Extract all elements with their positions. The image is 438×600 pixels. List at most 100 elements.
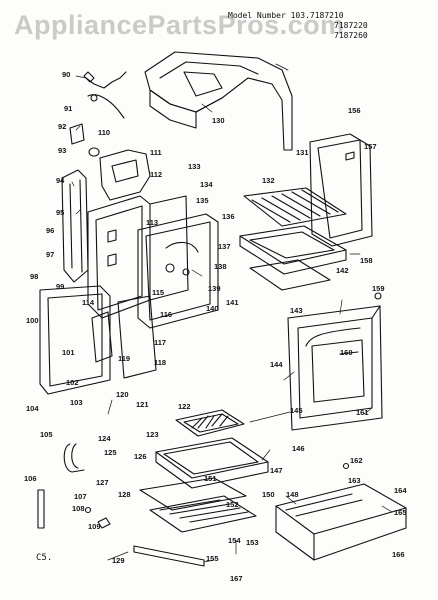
burner-box-assembly [144,51,293,151]
part-label-93: 93 [58,146,67,155]
part-label-128: 128 [118,490,131,499]
part-label-107: 107 [74,492,87,501]
part-label-132: 132 [262,176,275,185]
part-label-129: 129 [112,556,125,565]
part-label-103: 103 [70,398,83,407]
part-label-130: 130 [212,116,225,125]
part-label-122: 122 [178,402,191,411]
part-label-118: 118 [154,358,167,367]
left-side-panel [61,169,89,283]
part-label-123: 123 [146,430,159,439]
broiler-drawer [139,409,269,533]
part-label-159: 159 [372,284,385,293]
part-label-141: 141 [226,298,239,307]
part-label-109: 109 [88,522,101,531]
part-label-105: 105 [40,430,53,439]
part-label-91: 91 [64,104,73,113]
part-label-124: 124 [98,434,111,443]
part-label-154: 154 [228,536,241,545]
bottom-rail [133,545,205,567]
part-label-97: 97 [46,250,55,259]
model-number-alt-2: 7187260 [334,31,368,40]
part-label-135: 135 [196,196,209,205]
part-label-136: 136 [222,212,235,221]
part-label-158: 158 [360,256,373,265]
bracket-92 [69,123,85,145]
part-label-152: 152 [226,500,239,509]
part-label-156: 156 [348,106,361,115]
part-label-140: 140 [206,304,219,313]
part-label-126: 126 [134,452,147,461]
broil-pan [239,225,347,291]
oven-door-assembly [287,305,383,431]
part-label-148: 148 [286,490,299,499]
screw-159 [374,292,382,300]
part-label-102: 102 [66,378,79,387]
part-label-150: 150 [262,490,275,499]
front-frame-left [39,285,113,395]
page-code: C5. [36,553,53,563]
part-label-165: 165 [394,508,407,517]
oven-liner [137,213,219,329]
oven-back-wall [309,133,373,247]
part-label-92: 92 [58,122,67,131]
part-label-144: 144 [270,360,283,369]
part-label-145: 145 [290,406,303,415]
part-label-119: 119 [118,354,131,363]
part-label-127: 127 [96,478,109,487]
part-label-134: 134 [200,180,213,189]
leveling-leg [37,489,45,529]
leader-lines [71,63,393,563]
screw-162 [342,462,350,470]
part-label-120: 120 [116,390,129,399]
part-label-155: 155 [206,554,219,563]
part-label-137: 137 [218,242,231,251]
part-label-166: 166 [392,550,405,559]
part-label-116: 116 [160,310,173,319]
part-label-151: 151 [204,474,217,483]
model-heading: Model Number 103.7187210 [228,11,344,20]
part-label-117: 117 [154,338,167,347]
oven-rack [243,187,347,227]
part-label-167: 167 [230,574,243,583]
part-label-115: 115 [152,288,165,297]
part-label-121: 121 [136,400,149,409]
part-label-100: 100 [26,316,39,325]
part-label-139: 139 [208,284,221,293]
drawer-front [275,483,407,561]
part-label-99: 99 [56,282,65,291]
part-label-111: 111 [150,148,162,157]
part-label-94: 94 [56,176,65,185]
part-label-90: 90 [62,70,71,79]
part-label-110: 110 [98,128,111,137]
part-label-147: 147 [270,466,283,475]
screw-108 [84,506,92,514]
part-label-164: 164 [394,486,407,495]
part-label-157: 157 [364,142,377,151]
part-label-143: 143 [290,306,303,315]
part-label-133: 133 [188,162,201,171]
part-label-95: 95 [56,208,65,217]
grommet-110 [88,147,100,157]
part-label-146: 146 [292,444,305,453]
model-number-block: Model Number 103.7187210 7187220 7187260 [228,11,368,41]
part-label-114: 114 [82,298,95,307]
part-label-113: 113 [146,218,159,227]
part-label-163: 163 [348,476,361,485]
heating-element [63,443,85,473]
part-label-131: 131 [296,148,309,157]
part-label-138: 138 [214,262,227,271]
insulation-panel [117,295,157,379]
part-label-162: 162 [350,456,363,465]
model-number-alt-1: 7187220 [334,21,368,30]
part-label-112: 112 [150,170,163,179]
part-label-108: 108 [72,504,85,513]
part-label-98: 98 [30,272,39,281]
power-cord [83,71,127,119]
part-label-153: 153 [246,538,259,547]
part-label-160: 160 [340,348,353,357]
part-label-142: 142 [336,266,349,275]
part-label-104: 104 [26,404,39,413]
